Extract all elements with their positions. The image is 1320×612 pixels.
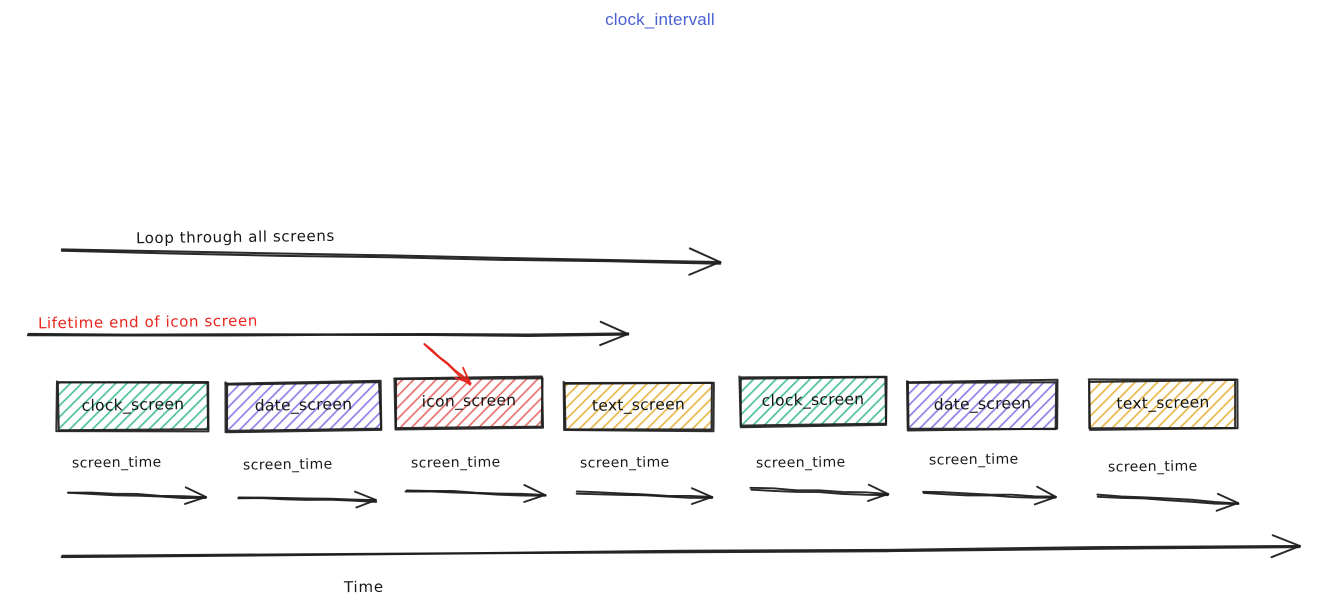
screen-time-label: screen_time (755, 454, 846, 472)
screen-box-fill (564, 382, 713, 431)
screen-box-fill (1089, 380, 1237, 429)
loop-arrow (60, 247, 722, 276)
screen-box-date_screen[interactable] (905, 378, 1059, 432)
screen-time-arrow (575, 487, 714, 505)
screen-box-fill (226, 382, 381, 431)
screen-box-text_screen[interactable] (1087, 378, 1239, 431)
screen-box-clock_screen[interactable] (738, 375, 888, 429)
screen-box-fill (740, 377, 886, 426)
screen-time-label: screen_time (410, 454, 501, 472)
screen-box-date_screen[interactable] (224, 379, 383, 434)
page-title: clock_intervall (605, 10, 715, 29)
screen-box-fill (57, 382, 209, 431)
screen-box-text_screen[interactable] (562, 380, 715, 433)
screen-time-label: screen_time (579, 454, 670, 472)
time-axis-label: Time (343, 577, 384, 597)
screen-box-fill (908, 381, 1057, 430)
screen-box-icon_screen[interactable] (393, 375, 545, 431)
screen-box-fill (395, 378, 543, 428)
lifetime-arrow-label: Lifetime end of icon screen (37, 311, 258, 333)
loop-arrow-label: Loop through all screens (135, 226, 335, 248)
red-pointer-arrow (423, 343, 472, 386)
lifetime-arrow (26, 320, 630, 347)
screen-time-label: screen_time (71, 454, 162, 472)
screen-time-label: screen_time (1107, 458, 1198, 476)
screen-box-clock_screen[interactable] (55, 380, 210, 433)
screen-time-label: screen_time (242, 456, 333, 474)
screen-time-arrow (922, 485, 1057, 506)
screen-boxes-layer (55, 375, 1239, 434)
time-axis-arrow (60, 534, 1301, 559)
arrows-layer (26, 247, 1301, 559)
screen-time-arrow (749, 483, 890, 502)
screen-time-arrow (404, 484, 547, 503)
screen-time-arrow (237, 490, 378, 509)
screen-time-arrow (66, 486, 207, 505)
screen-time-label: screen_time (928, 451, 1019, 469)
screen-time-arrow (1096, 492, 1240, 512)
